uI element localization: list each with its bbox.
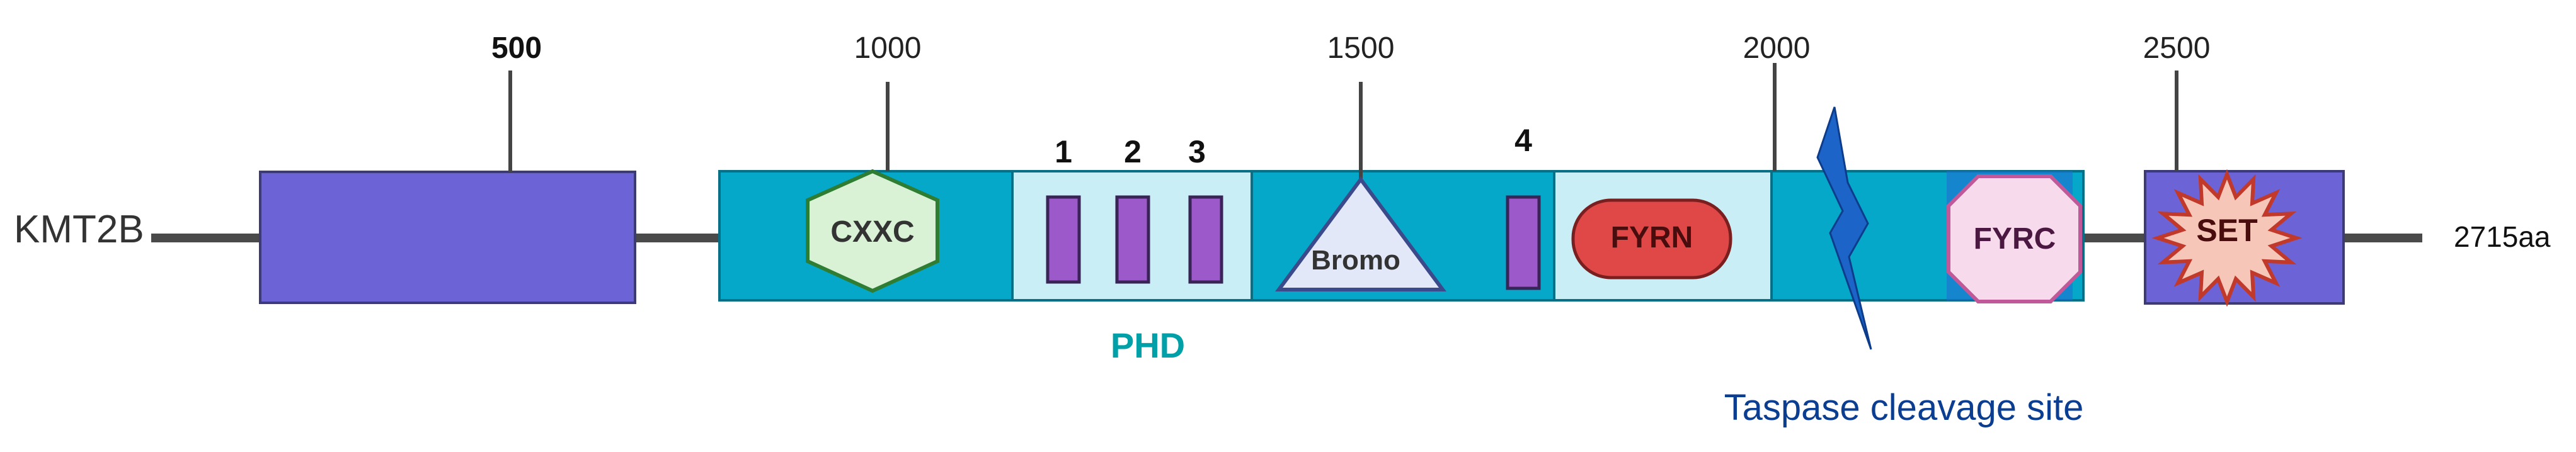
phd-number-3: 3 — [1188, 134, 1206, 169]
protein-name-label: KMT2B — [14, 208, 144, 251]
cxxc-label: CXXC — [830, 215, 914, 249]
phd-number-2: 2 — [1124, 134, 1142, 169]
phd-number-4: 4 — [1514, 123, 1532, 158]
bromo-triangle — [1275, 176, 1446, 291]
fyrc-octagon — [1947, 174, 2082, 303]
set-star — [2151, 169, 2303, 307]
taspase-cleavage-label: Taspase cleavage site — [1724, 387, 2084, 428]
phd-number-1: 1 — [1055, 134, 1072, 169]
tick-label-2000: 2000 — [1743, 31, 1811, 65]
tick-label-1000: 1000 — [854, 31, 922, 65]
taspase-cleavage-icon — [1816, 106, 1872, 350]
fyrn-oval — [1571, 198, 1732, 280]
set-star-shape — [2151, 169, 2303, 307]
protein-length-label: 2715aa — [2454, 220, 2551, 253]
tick-label-1500: 1500 — [1327, 31, 1395, 65]
phd-label: PHD — [1111, 325, 1185, 365]
phd-finger-1 — [1046, 195, 1081, 284]
phd-finger-4 — [1506, 195, 1541, 290]
bromo-label: Bromo — [1311, 245, 1400, 276]
n-terminal-region — [259, 171, 636, 304]
phd-finger-2 — [1115, 195, 1150, 284]
set-label: SET — [2196, 213, 2257, 248]
fyrn-label: FYRN — [1611, 221, 1693, 254]
tick-label-500: 500 — [491, 31, 542, 65]
tick-label-2500: 2500 — [2143, 31, 2211, 65]
cxxc-hexagon — [806, 169, 939, 293]
fyrc-label: FYRC — [1974, 222, 2056, 256]
phd-finger-3 — [1188, 195, 1223, 284]
